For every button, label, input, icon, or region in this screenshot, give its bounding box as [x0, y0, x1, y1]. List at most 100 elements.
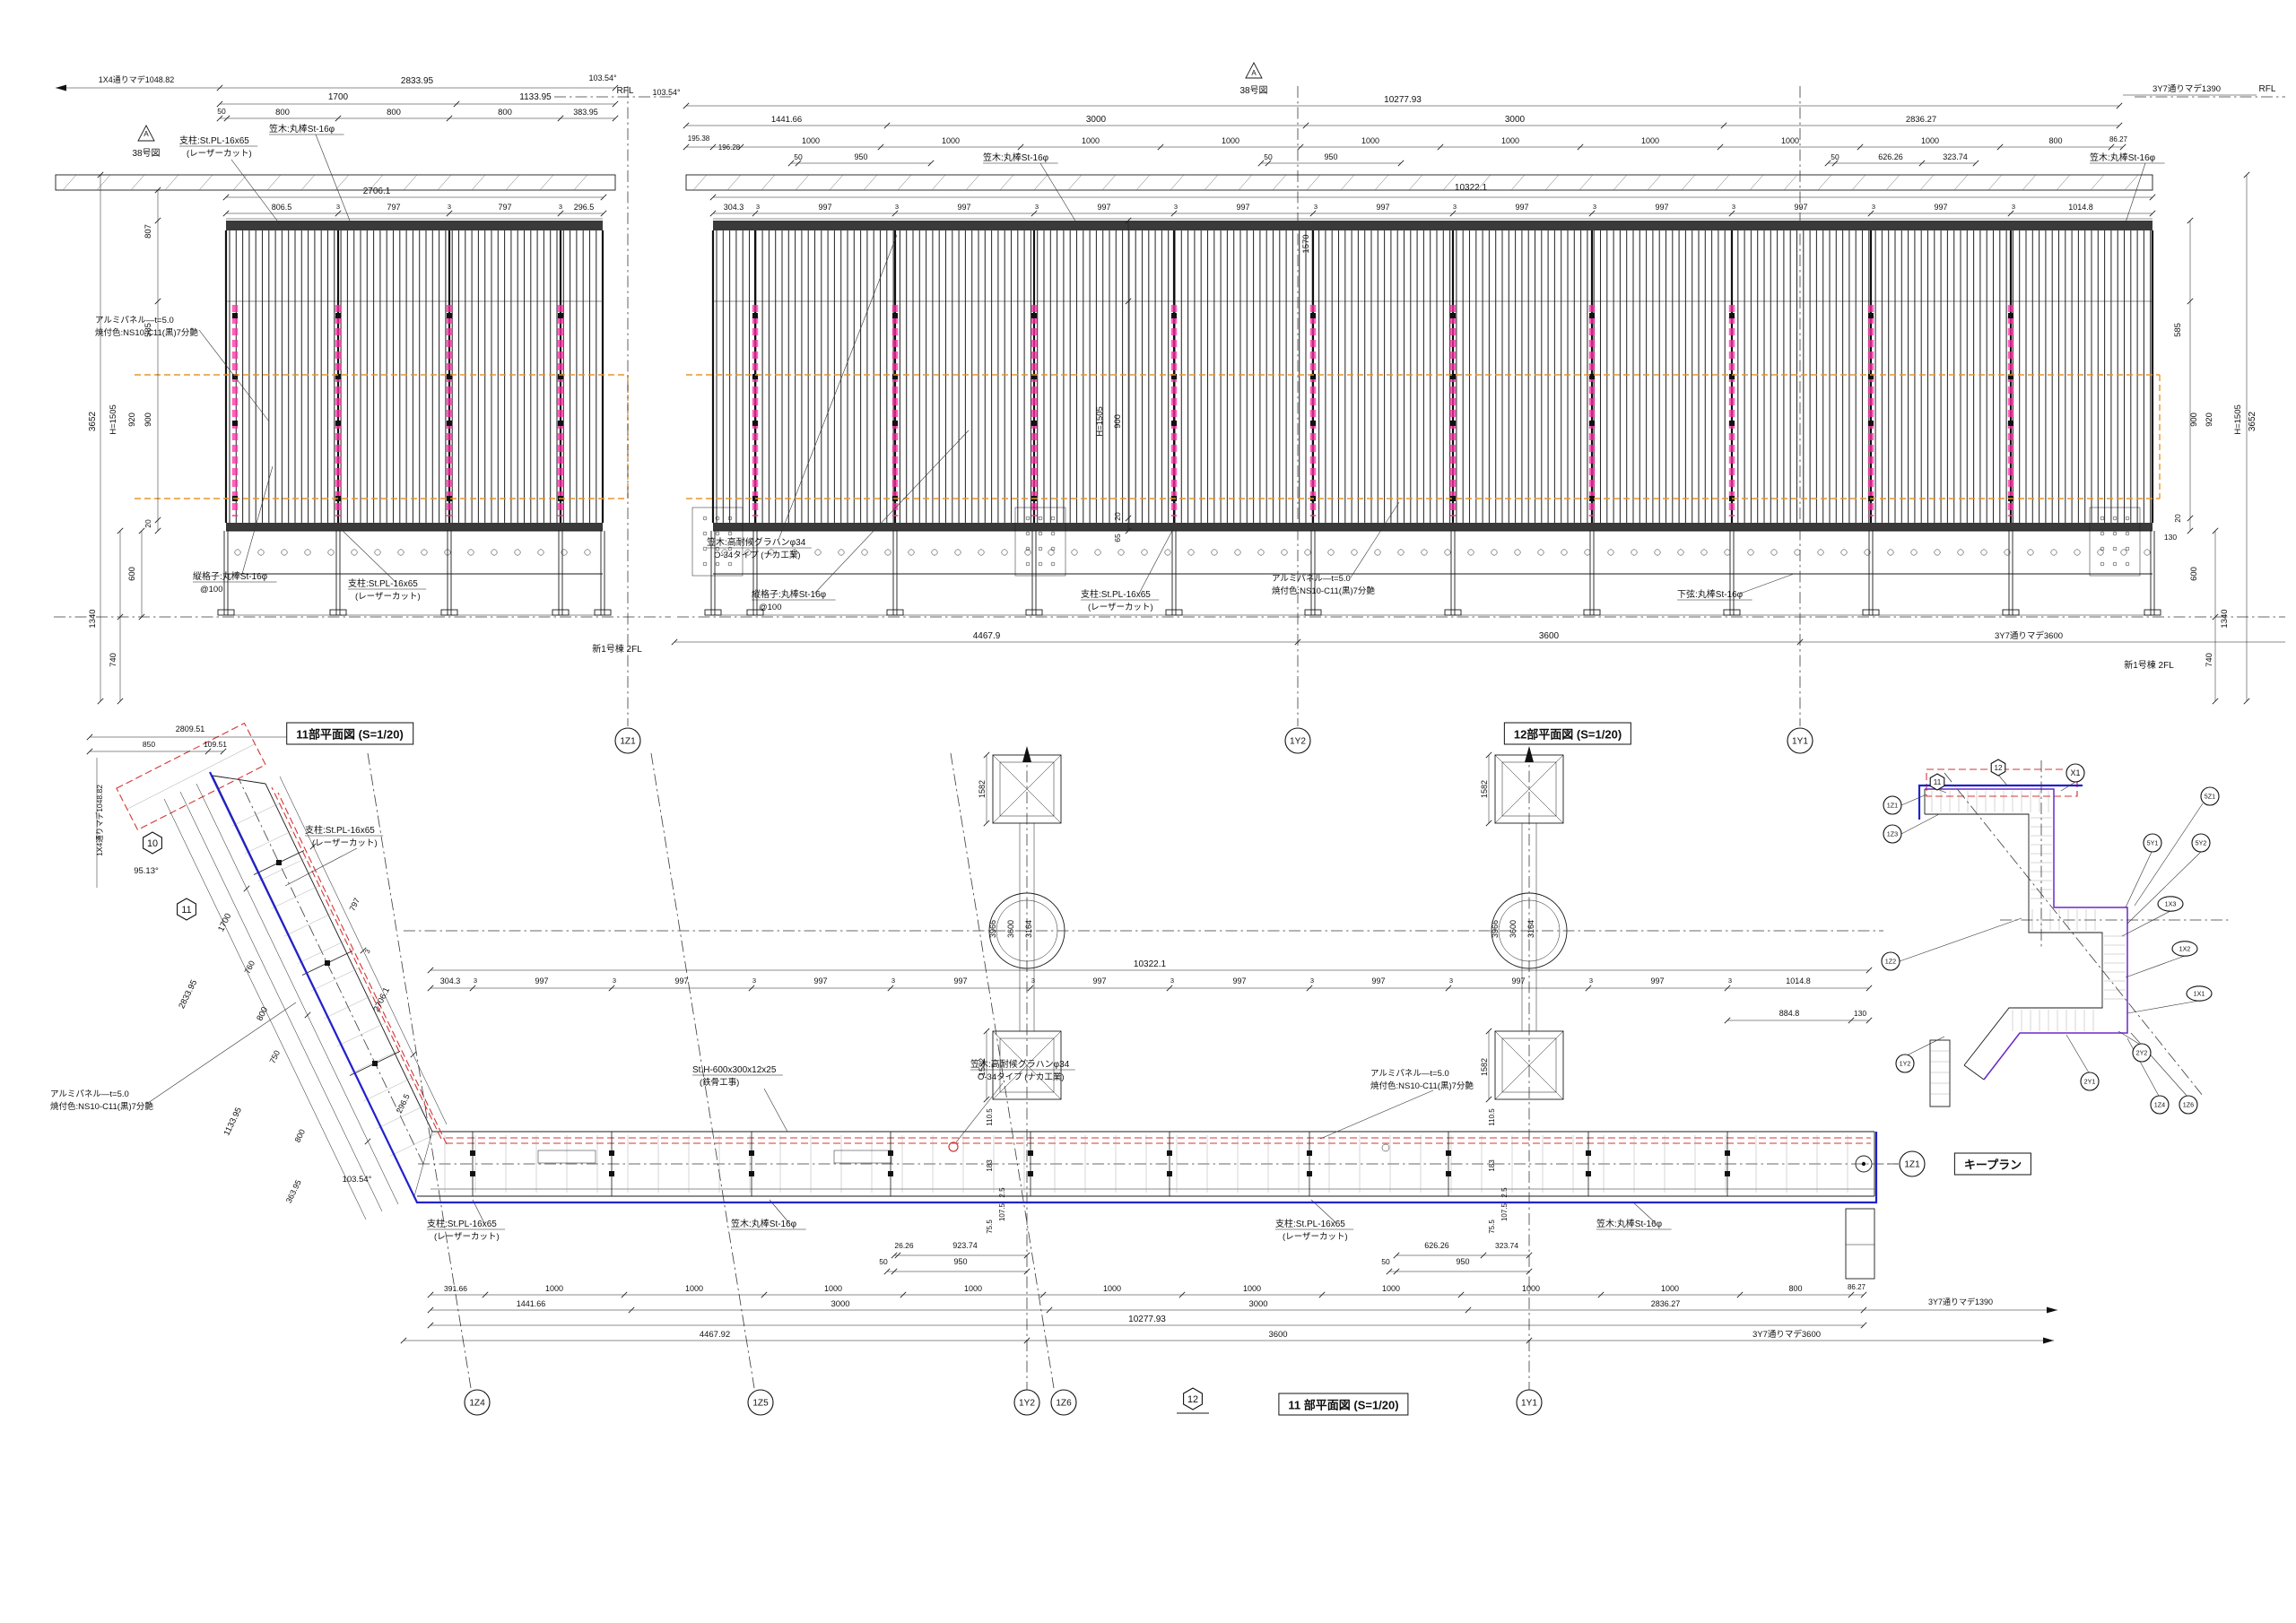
annotation-label: 38号図	[132, 148, 160, 159]
grid-bubble-label: 12	[1187, 1394, 1198, 1405]
annotation-label: 1582	[1480, 1058, 1489, 1076]
annotation-label: RFL	[2259, 84, 2276, 94]
annotation-label: 585	[144, 323, 153, 337]
grid-bubble-label: 5Y1	[2147, 839, 2159, 847]
grid-bubble-label: 1Z1	[620, 737, 636, 747]
annotation-label: 1000	[1781, 136, 1799, 145]
annotation-label: 20	[144, 519, 152, 528]
view-title-elev-11: 11部平面図 (S=1/20)	[286, 722, 413, 745]
annotation-label: 3Y7通りマデ1390	[2152, 83, 2221, 94]
annotation-label: 1014.8	[2068, 203, 2093, 212]
view-title-keyplan: キープラン	[1953, 1152, 2032, 1176]
annotation-label: 3	[1593, 203, 1596, 211]
annotation-label: (レーザーカット)	[434, 1232, 500, 1242]
grid-bubble-X1: X1	[2066, 763, 2085, 783]
grid-bubble-5Z1: 5Z1	[2200, 786, 2220, 806]
annotation-label: 3	[613, 976, 616, 985]
annotation-label: 800	[255, 1005, 270, 1022]
annotation-label: 1000	[545, 1284, 563, 1293]
annotation-label: 1000	[1222, 136, 1239, 145]
annotation-label: 縦格子:丸棒St-16φ	[752, 588, 827, 600]
grid-bubble-label: 1X1	[2194, 990, 2205, 998]
annotation-label: 1000	[1921, 136, 1939, 145]
annotation-label: 50	[1264, 152, 1273, 161]
annotation-label: 183	[1488, 1159, 1496, 1172]
annotation-label: RFL	[617, 86, 634, 96]
annotation-label: 109.51	[204, 740, 227, 749]
grid-bubble-10: 10	[143, 831, 162, 855]
annotation-label: 3Y7通りマデ3600	[1995, 630, 2063, 641]
annotation-label: 103.54°	[343, 1175, 372, 1185]
annotation-label: 296.5	[574, 203, 595, 212]
grid-bubble-1Z4: 1Z4	[2150, 1095, 2170, 1115]
annotation-label: 3	[448, 203, 451, 211]
annotation-label: 新1号棟 2FL	[592, 643, 642, 655]
annotation-label: 323.74	[1943, 152, 1968, 161]
annotation-label: 797	[387, 203, 400, 212]
annotation-label: 130	[2164, 533, 2177, 542]
annotation-label: 585	[2173, 323, 2183, 337]
annotation-label: 3	[752, 976, 756, 985]
annotation-label: 3	[1453, 203, 1457, 211]
annotation-label: 195.38	[688, 135, 710, 143]
annotation-label: 183	[986, 1159, 994, 1172]
annotation-label: 363.95	[284, 1178, 303, 1204]
annotation-label: 997	[813, 976, 827, 985]
grid-bubble-label: 11	[1934, 778, 1942, 786]
view-title-plan-11-text: 11 部平面図 (S=1/20)	[1288, 1398, 1399, 1412]
annotation-label: 920	[127, 412, 137, 427]
annotation-label: (レーザーカット)	[1283, 1232, 1348, 1242]
annotation-label: 3Y7通りマデ1390	[1928, 1297, 1993, 1306]
annotation-label: 26.26	[894, 1241, 914, 1250]
annotation-label: 4467.92	[700, 1330, 730, 1340]
annotation-label: 900	[144, 412, 153, 427]
annotation-label: 323.74	[1495, 1241, 1518, 1250]
annotation-label: 600	[127, 567, 137, 581]
grid-bubble-label: 1Y1	[1792, 737, 1808, 747]
annotation-label: 1000	[1082, 136, 1100, 145]
annotation-label: 997	[1232, 976, 1246, 985]
annotation-label: 1X4通りマデ1048.82	[95, 785, 104, 856]
annotation-label: 1000	[1641, 136, 1659, 145]
annotation-label: 支柱:St.PL-16x65	[179, 135, 249, 146]
annotation-label: 笠木:丸棒St-16φ	[983, 152, 1049, 163]
annotation-label: (レーザーカット)	[312, 838, 378, 848]
annotation-label: 3966	[1491, 920, 1500, 938]
annotation-label: O-34タイプ (ナカ工業)	[978, 1072, 1065, 1082]
grid-bubble-label: 12	[1994, 764, 2003, 772]
grid-bubble-label: 1Y2	[1019, 1399, 1035, 1409]
annotation-label: 3000	[1248, 1299, 1267, 1309]
annotation-label: 1000	[1103, 1284, 1121, 1293]
annotation-label: 3	[2012, 203, 2015, 211]
annotation-label: H=1505	[1095, 406, 1105, 437]
annotation-label: 笠木:丸棒St-16φ	[731, 1218, 797, 1229]
annotation-label: 3	[474, 976, 477, 985]
annotation-label: 3	[559, 203, 562, 211]
view-title-keyplan-text: キープラン	[1963, 1158, 2022, 1172]
annotation-label: 3	[895, 203, 899, 211]
annotation-label: 807	[144, 224, 153, 239]
annotation-label: A	[1251, 69, 1257, 77]
annotation-label: 1441.66	[517, 1299, 546, 1308]
annotation-label: 296.5	[395, 1092, 412, 1115]
annotation-label: 1133.95	[222, 1106, 244, 1137]
annotation-label: 1000	[964, 1284, 982, 1293]
annotation-label: 997	[1655, 203, 1668, 212]
annotation-label: 1700	[216, 912, 233, 933]
annotation-label: 新1号棟 2FL	[2124, 659, 2174, 671]
annotation-label: 86.27	[1848, 1283, 1866, 1291]
annotation-label: 304.3	[440, 976, 461, 985]
grid-bubble-1Z1: 1Z1	[614, 727, 641, 754]
annotation-label: 797	[498, 203, 511, 212]
annotation-label: 3	[1872, 203, 1875, 211]
view-title-elev-11-text: 11部平面図 (S=1/20)	[296, 727, 404, 742]
grid-bubble-12: 12	[1183, 1387, 1203, 1410]
annotation-label: 4467.9	[973, 631, 1001, 641]
annotation-label: 800	[498, 108, 512, 117]
annotation-label: 800	[1788, 1284, 1802, 1293]
annotation-label: 806.5	[272, 203, 292, 212]
annotation-label: 107.5	[998, 1202, 1006, 1221]
annotation-label: 923.74	[952, 1241, 978, 1250]
annotation-label: 950	[1324, 152, 1337, 161]
